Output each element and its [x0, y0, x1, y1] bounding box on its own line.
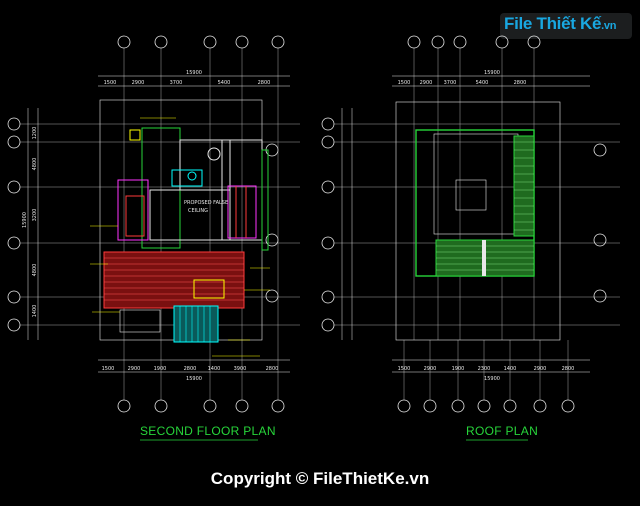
dimension-label: 2800 [258, 80, 271, 86]
dimension-label: 2800 [266, 366, 279, 372]
dimension-total-label: 15900 [186, 376, 202, 382]
svg-text:PROPOSED FALSE: PROPOSED FALSE [184, 200, 228, 206]
roof-tile-hatch [435, 135, 535, 277]
dimension-total-label: 15900 [484, 376, 500, 382]
dimension-label: 2900 [534, 366, 547, 372]
dimension-label: 3900 [234, 366, 247, 372]
watermark-logo [498, 10, 634, 42]
second-floor-tile-roof [103, 251, 245, 309]
dimension-label: 3200 [32, 209, 38, 222]
svg-text:CEILING: CEILING [188, 208, 208, 214]
dimension-label: 4800 [32, 264, 38, 277]
dimension-lines [27, 75, 590, 373]
dimension-total-label: 15900 [484, 70, 500, 76]
dimension-label: 2800 [514, 80, 527, 86]
roof-top-grid-bubbles [407, 35, 541, 49]
second-floor-plan-title: SECOND FLOOR PLAN [140, 424, 276, 438]
roof-plan-title: ROOF PLAN [466, 424, 539, 438]
dimension-label: 2900 [132, 80, 145, 86]
dimension-label: 1200 [32, 127, 38, 140]
dimension-label: 2900 [128, 366, 141, 372]
dimension-label: 1900 [154, 366, 167, 372]
dimension-label: 2800 [184, 366, 197, 372]
dimension-label: 1500 [398, 80, 411, 86]
dimension-label: 2900 [420, 80, 433, 86]
leader-lines [90, 117, 270, 357]
dimension-label: 1500 [398, 366, 411, 372]
roof-grid-lines [334, 48, 620, 400]
dimension-label: 2900 [424, 366, 437, 372]
dimension-label: 1500 [102, 366, 115, 372]
dimension-label: 1400 [32, 305, 38, 318]
dimension-total-label: 15900 [186, 70, 202, 76]
copyright-footer: Copyright © FileThietKe.vn [210, 469, 430, 488]
dimension-label: 5400 [218, 80, 231, 86]
dimension-label: 3700 [170, 80, 183, 86]
dimension-label: 1400 [208, 366, 221, 372]
second-floor-balcony [119, 305, 219, 343]
logo-tld: .vn [601, 20, 617, 32]
dimension-total-label: 15900 [22, 212, 28, 228]
watermark-logo-text: File Thiết Kế.vn [504, 14, 616, 34]
logo-name: File Thiết Kế [504, 14, 602, 33]
dimension-label: 2300 [478, 366, 491, 372]
logo-badge-icon [500, 13, 632, 39]
dimension-label: 5400 [476, 80, 489, 86]
dimension-label: 4800 [32, 158, 38, 171]
dimension-label: 1900 [452, 366, 465, 372]
dimension-label: 2800 [562, 366, 575, 372]
dimension-label: 3700 [444, 80, 457, 86]
dimension-label: 1500 [104, 80, 117, 86]
dimension-label: 1400 [504, 366, 517, 372]
